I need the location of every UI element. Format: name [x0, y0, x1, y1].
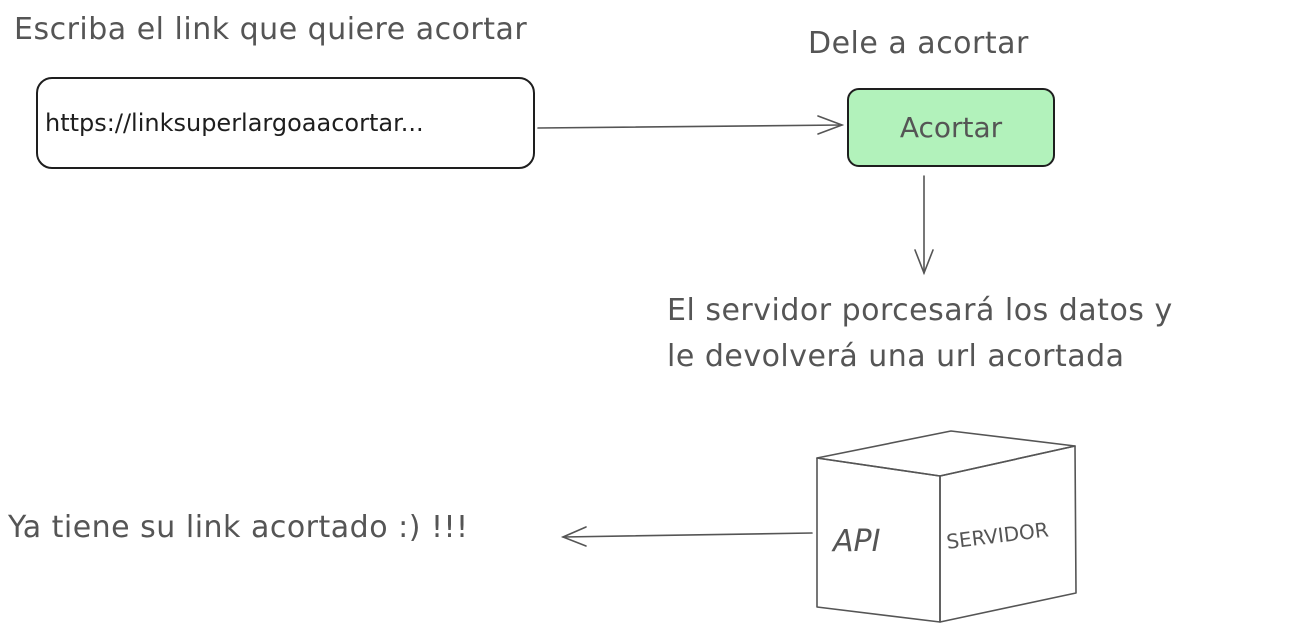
url-input-box[interactable]: https://linksuperlargoaacortar... — [36, 77, 535, 169]
result-message: Ya tiene su link acortado :) !!! — [8, 510, 469, 545]
button-instruction-label: Dele a acortar — [808, 26, 1029, 61]
server-cube-icon — [816, 430, 1077, 623]
server-description: El servidor porcesará los datos y le dev… — [667, 288, 1173, 380]
api-label: API — [833, 524, 881, 559]
server-description-line-2: le devolverá una url acortada — [667, 339, 1125, 374]
arrow-server-to-result — [560, 526, 813, 547]
arrow-url-to-button — [537, 115, 845, 135]
url-input-value: https://linksuperlargoaacortar... — [45, 109, 424, 137]
input-instruction-label: Escriba el link que quiere acortar — [14, 12, 528, 47]
arrow-button-to-server-note — [914, 175, 934, 276]
shorten-button[interactable]: Acortar — [847, 88, 1055, 167]
server-description-line-1: El servidor porcesará los datos y — [667, 293, 1173, 328]
shorten-button-label: Acortar — [899, 111, 1003, 144]
